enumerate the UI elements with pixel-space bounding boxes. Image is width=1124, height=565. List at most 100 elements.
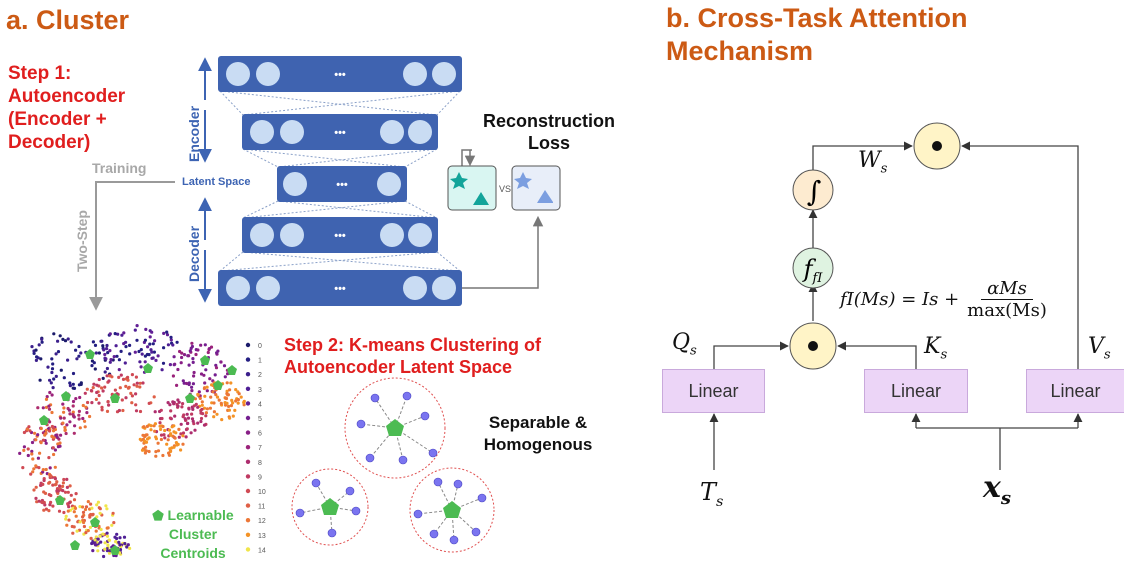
scatter-point [93, 367, 97, 371]
scatter-point [38, 378, 42, 382]
scatter-point [192, 374, 196, 378]
scatter-point [96, 500, 100, 504]
scatter-point [149, 348, 153, 352]
legend-label: 6 [258, 431, 262, 438]
scatter-point [56, 491, 60, 495]
scatter-point [211, 390, 215, 394]
scatter-point [215, 412, 219, 416]
scatter-point [105, 507, 109, 511]
scatter-point [177, 427, 181, 431]
scatter-point [61, 484, 65, 488]
scatter-point [138, 381, 142, 385]
scatter-point [220, 418, 224, 422]
scatter-point [159, 408, 163, 412]
cluster-point [345, 486, 355, 496]
scatter-point [30, 440, 35, 445]
v-label-sub: s [1103, 347, 1111, 363]
scatter-point [94, 397, 98, 401]
scatter-point [236, 401, 240, 405]
scatter-point [46, 365, 50, 369]
scatter-point [68, 420, 72, 424]
scatter-point [30, 449, 34, 453]
centroid-icon: ⬟ [152, 508, 164, 523]
scatter-point [97, 401, 101, 405]
decoder-label-wrap: Decoder [186, 210, 204, 282]
scatter-point [179, 448, 183, 452]
cluster-point [429, 529, 439, 539]
layer-connections [219, 90, 461, 272]
scatter-point [56, 489, 61, 493]
legend-swatch [245, 415, 251, 421]
scatter-point [175, 443, 179, 447]
scatter-point [44, 431, 48, 435]
scatter-point [239, 395, 243, 399]
scatter-point [42, 478, 46, 483]
scatter-point [91, 386, 95, 390]
cluster-point [365, 453, 375, 463]
scatter-point [179, 422, 183, 426]
scatter-point [185, 421, 190, 426]
scatter-point [182, 413, 186, 417]
fi-node [792, 247, 834, 289]
scatter-point [71, 410, 75, 414]
scatter-point [213, 373, 217, 377]
scatter-point [191, 407, 195, 411]
scatter-point [230, 398, 234, 402]
scatter-point [187, 407, 191, 411]
scatter-point [118, 543, 122, 547]
scatter-point [78, 426, 82, 430]
dot-icon-2 [932, 141, 942, 151]
scatter-point [83, 391, 87, 395]
q-label-sub: s [690, 343, 697, 359]
star-icon-reconstructed [514, 172, 532, 189]
centroid-marker [227, 365, 237, 375]
scatter-point [105, 549, 109, 553]
encoder-label: Encoder [186, 105, 202, 162]
scatter-point [219, 401, 223, 405]
scatter-point [135, 381, 139, 385]
triangle-icon [473, 192, 489, 205]
scatter-point [71, 404, 75, 408]
scatter-point [77, 417, 81, 421]
scatter-point [44, 441, 48, 445]
scatter-point [92, 382, 96, 386]
scatter-point [114, 344, 118, 348]
scatter-point [81, 416, 85, 421]
scatter-point [47, 404, 51, 408]
scatter-point [203, 343, 207, 347]
scatter-point [161, 361, 166, 365]
w-label-sub: s [880, 161, 888, 177]
formula-fraction: αMs max(Ms) [963, 278, 1051, 321]
scatter-point [202, 386, 206, 391]
scatter-point [41, 406, 45, 410]
scatter-point [44, 467, 48, 472]
scatter-point [81, 403, 85, 408]
scatter-point [37, 499, 41, 503]
cluster-point [311, 478, 321, 488]
reconstructed-shapes-box [511, 165, 561, 211]
scatter-point [118, 536, 122, 540]
recon-link-top [461, 149, 472, 170]
scatter-point [41, 470, 45, 474]
scatter-point [225, 401, 229, 405]
scatter-point [86, 529, 90, 533]
scatter-point [150, 330, 154, 334]
scatter-point [68, 484, 72, 488]
scatter-point [26, 453, 30, 458]
scatter-point [228, 416, 232, 420]
scatter-point [231, 414, 235, 418]
scatter-point [88, 525, 92, 530]
scatter-point [61, 489, 65, 493]
scatter-point [143, 360, 147, 364]
scatter-point [212, 410, 216, 414]
centroid-marker [90, 517, 100, 527]
scatter-point [105, 534, 110, 538]
scatter-point [196, 348, 200, 352]
scatter-point [74, 348, 78, 352]
scatter-point [190, 417, 195, 421]
scatter-point [50, 410, 54, 415]
cluster-centroid-icon [386, 419, 404, 436]
scatter-point [52, 377, 56, 381]
scatter-point [132, 383, 136, 387]
scatter-point [90, 506, 94, 510]
